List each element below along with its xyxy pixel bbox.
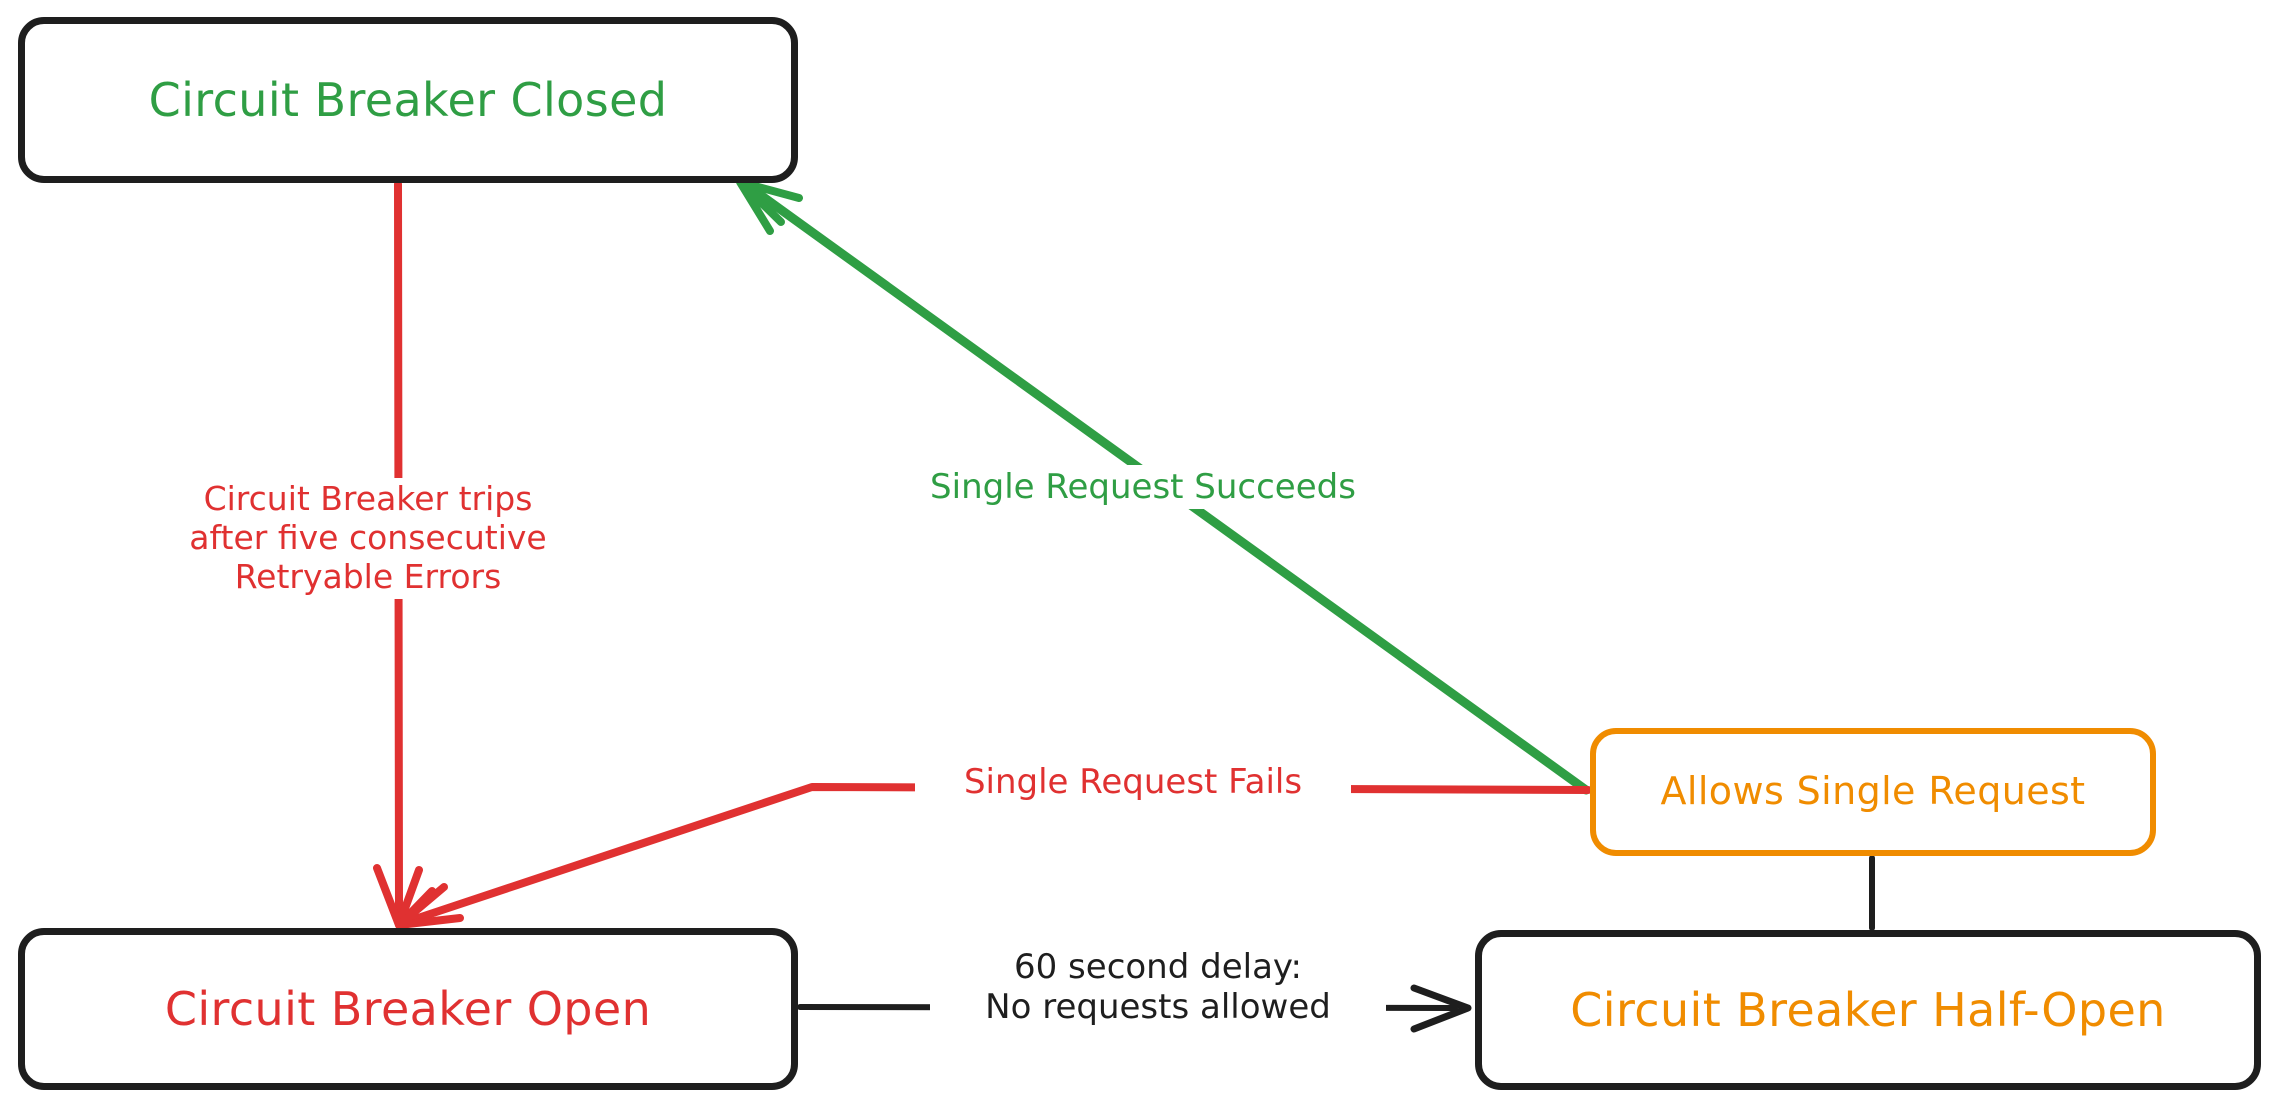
edge-label-allows-to-open: Single Request Fails: [915, 760, 1351, 805]
edge-label-open-to-halfopen: 60 second delay: No requests allowed: [930, 945, 1386, 1030]
node-circuit-breaker-open[interactable]: Circuit Breaker Open: [18, 928, 798, 1090]
node-label-allows: Allows Single Request: [1660, 769, 2086, 814]
edge-label-allows-to-closed: Single Request Succeeds: [885, 465, 1401, 510]
edge-allows-to-open: [395, 783, 1592, 929]
node-label-open: Circuit Breaker Open: [164, 981, 652, 1036]
node-allows-single-request[interactable]: Allows Single Request: [1590, 728, 2156, 856]
edge-label-closed-to-open: Circuit Breaker trips after five consecu…: [150, 478, 586, 599]
node-circuit-breaker-closed[interactable]: Circuit Breaker Closed: [18, 17, 798, 183]
node-circuit-breaker-half-open[interactable]: Circuit Breaker Half-Open: [1475, 930, 2261, 1090]
node-label-halfopen: Circuit Breaker Half-Open: [1570, 982, 2166, 1037]
node-label-closed: Circuit Breaker Closed: [148, 72, 668, 127]
